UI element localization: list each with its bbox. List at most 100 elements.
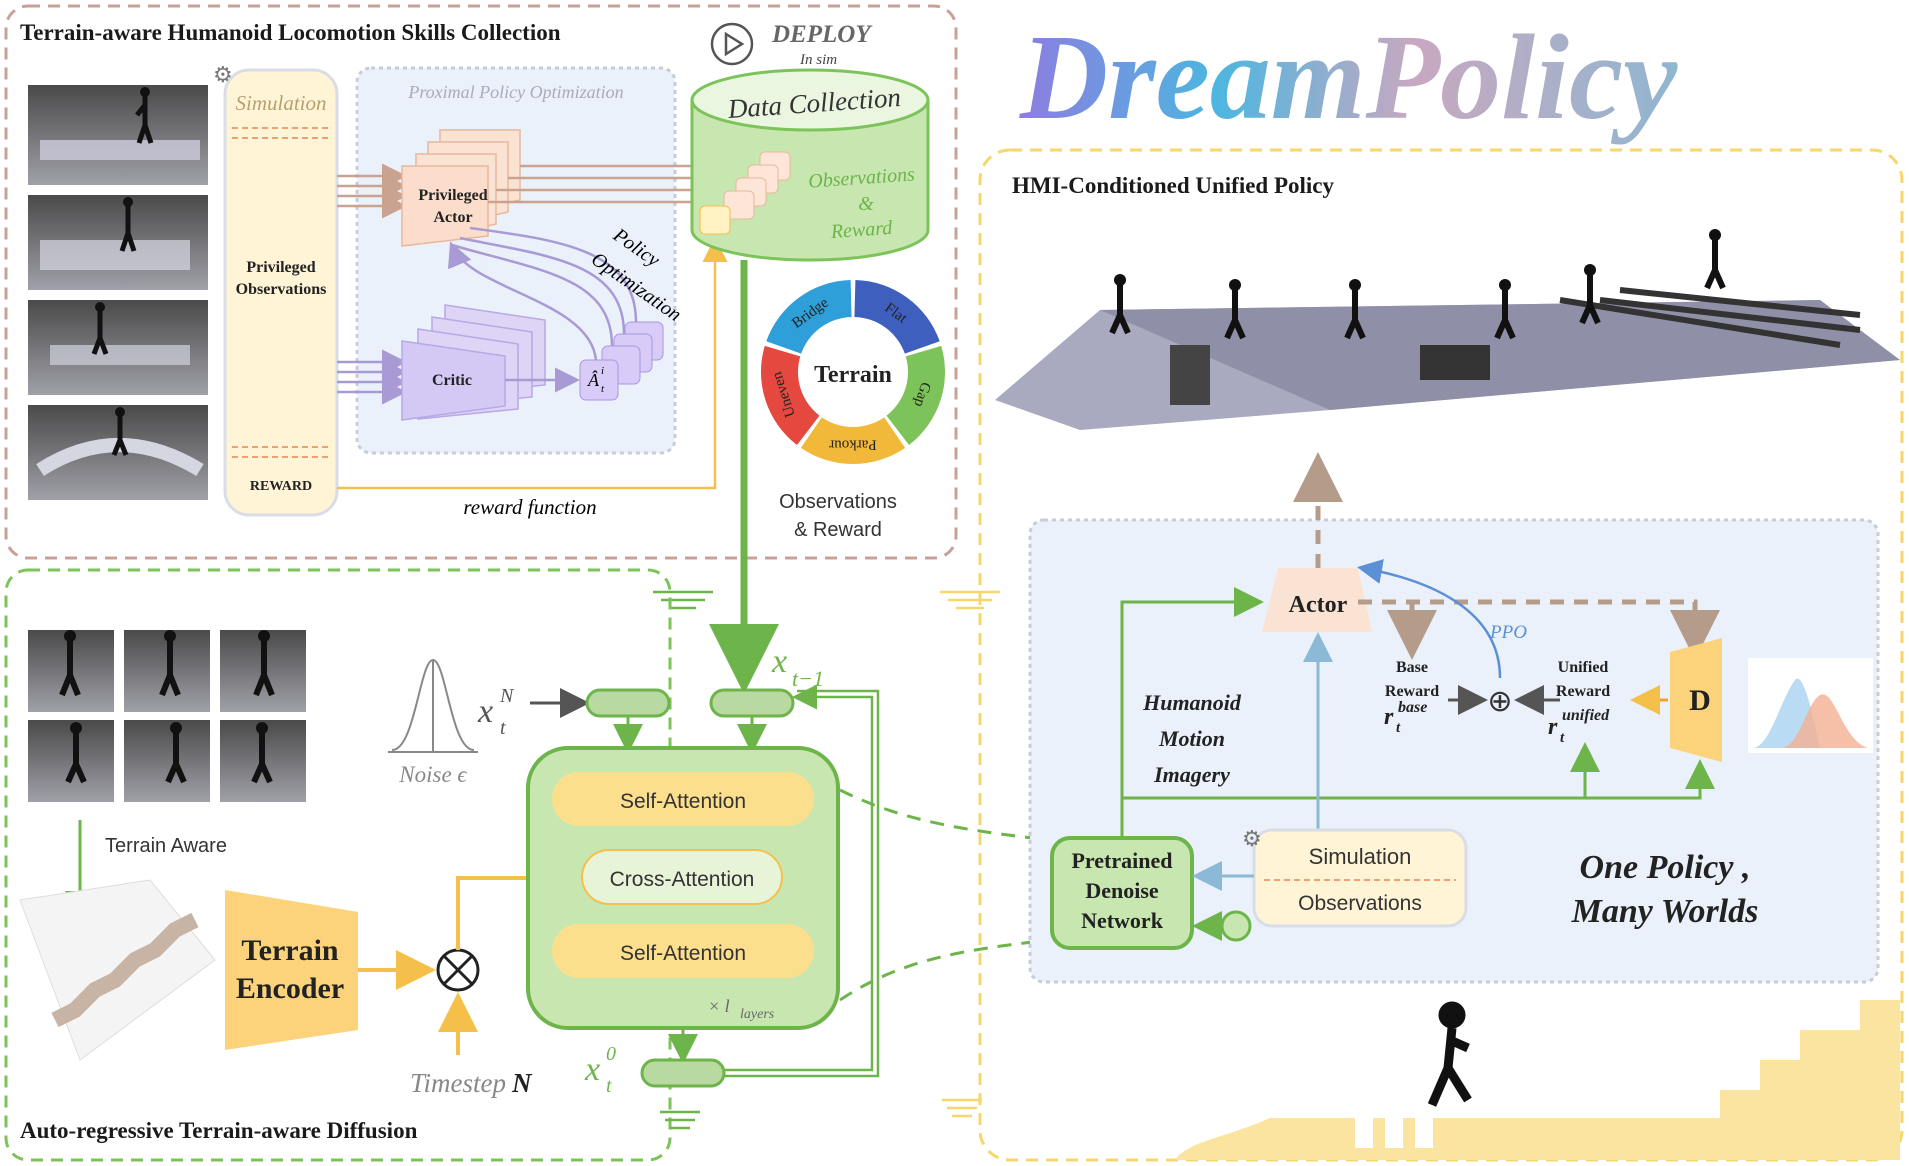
prev-state-token xyxy=(709,688,795,718)
self-attention-2-label: Self-Attention xyxy=(620,942,746,965)
r-base: r xyxy=(1384,704,1394,730)
xtN-sub: t xyxy=(500,717,506,739)
loop-node xyxy=(1220,910,1252,942)
slogan-line1: One Policy , xyxy=(1580,849,1751,886)
simulation-column xyxy=(223,68,339,517)
xt0-label: x xyxy=(584,1051,600,1088)
terrain-encoder xyxy=(225,890,358,1050)
ground-symbol-bottom-left xyxy=(660,1110,700,1130)
terrain-aware-label: Terrain Aware xyxy=(105,835,227,857)
terrain-sample-grid xyxy=(28,630,306,802)
simulation-label: Simulation xyxy=(235,91,326,115)
privileged-obs-line1: Privileged xyxy=(246,259,315,276)
noise-label: Noise ϵ xyxy=(398,762,467,787)
self-attention-1 xyxy=(552,772,814,826)
policy-simulation-box xyxy=(1252,828,1468,928)
discriminator-label: D xyxy=(1689,684,1711,717)
self-attention-1-label: Self-Attention xyxy=(620,790,746,813)
encoder-line2: Encoder xyxy=(236,972,344,1005)
r-unified-sub: t xyxy=(1560,730,1565,746)
ring-segment-uneven xyxy=(761,345,820,445)
deploy-icon xyxy=(710,22,754,66)
xt1-label: x xyxy=(771,643,787,680)
base-reward-line1: Base xyxy=(1396,659,1428,676)
timestep-var: N xyxy=(511,1068,533,1098)
terrain-render xyxy=(995,229,1900,430)
unified-reward-line1: Unified xyxy=(1558,659,1609,676)
walking-humanoid xyxy=(1427,1001,1472,1107)
hmi-line2: Motion xyxy=(1158,726,1225,751)
r-base-sub: t xyxy=(1396,720,1401,736)
connector-top xyxy=(839,788,1051,842)
privileged-actor xyxy=(401,129,521,247)
obs-reward-line2: & xyxy=(858,193,874,215)
policy-observations-label: Observations xyxy=(1298,892,1422,915)
terrain-ring-center: Terrain xyxy=(814,362,892,388)
discriminator xyxy=(1670,638,1722,762)
policy-actor-label: Actor xyxy=(1289,592,1348,618)
ring-segment-flat xyxy=(854,280,940,354)
stacked-records xyxy=(699,151,791,235)
actor-label-line2: Actor xyxy=(433,209,472,226)
base-reward-line2: Reward xyxy=(1385,683,1439,700)
cross-attention xyxy=(581,849,783,905)
output-token xyxy=(640,1058,726,1088)
ppo-label: Proximal Policy Optimization xyxy=(407,82,623,102)
ground-symbol-right xyxy=(940,590,1000,610)
ring-label-gap: Gap xyxy=(910,380,933,409)
advantage-sub: t xyxy=(601,383,605,395)
actor-label-line1: Privileged xyxy=(418,187,487,204)
terrain-thumb-1 xyxy=(28,85,208,185)
xt0-sub: t xyxy=(606,1075,612,1097)
pretrained-line3: Network xyxy=(1081,908,1164,933)
in-sim-label: In sim xyxy=(799,52,837,68)
critic-block xyxy=(401,304,546,421)
noise-input-token xyxy=(585,688,671,718)
terrain-thumbnails xyxy=(28,85,208,500)
xtN-sup: N xyxy=(499,685,515,707)
feedback-loop xyxy=(724,684,880,1078)
ring-label-parkour: Parkour xyxy=(829,437,877,453)
policy-inner-box xyxy=(1028,518,1880,984)
connector-bottom xyxy=(839,938,1051,1002)
pretrained-denoise-network xyxy=(1050,836,1194,950)
self-attention-2 xyxy=(552,924,814,978)
reward-function-label: reward function xyxy=(463,495,596,519)
gear-icon: ⚙ xyxy=(213,62,233,87)
ring-caption-line1: Observations xyxy=(779,491,897,513)
collection-title: Terrain-aware Humanoid Locomotion Skills… xyxy=(20,20,561,45)
advantage-label: Â xyxy=(587,369,600,390)
noise-distribution-icon xyxy=(388,658,478,753)
r-unified-sup: unified xyxy=(1562,707,1610,724)
ring-segment-parkour xyxy=(800,417,906,464)
policy-simulation-label: Simulation xyxy=(1309,844,1412,869)
data-collection-db xyxy=(690,68,930,262)
xt0-sup: 0 xyxy=(606,1043,616,1065)
critic-label: Critic xyxy=(432,372,472,389)
policy-actor xyxy=(1262,568,1372,632)
hmi-line3: Imagery xyxy=(1153,762,1230,787)
diffusion-title: Auto-regressive Terrain-aware Diffusion xyxy=(20,1118,418,1143)
policy-panel xyxy=(978,148,1904,1162)
privileged-obs-line2: Observations xyxy=(236,281,327,298)
r-base-sup: base xyxy=(1398,699,1427,716)
advantage-blocks xyxy=(579,321,664,401)
staircase-terrain-grid xyxy=(19,879,216,1061)
ground-symbol-left xyxy=(653,590,713,610)
unified-reward-line2: Reward xyxy=(1556,683,1610,700)
dreampolicy-logo: DreamPolicy xyxy=(1019,10,1678,145)
bottom-staircase xyxy=(1175,1000,1900,1160)
layers-label: × l xyxy=(708,996,730,1016)
slogan-line2: Many Worlds xyxy=(1571,893,1759,930)
advantage-sup: i xyxy=(601,365,604,377)
cross-attention-label: Cross-Attention xyxy=(610,868,755,891)
layers-sub: layers xyxy=(740,1007,775,1022)
ring-segment-bridge xyxy=(766,280,852,354)
reward-label: REWARD xyxy=(250,479,312,494)
ppo-feedback-label: PPO xyxy=(1489,622,1527,643)
ground-symbol-bottom-right xyxy=(942,1098,982,1118)
obs-reward-line3: Reward xyxy=(829,217,894,243)
xtN-label: x xyxy=(477,693,493,730)
